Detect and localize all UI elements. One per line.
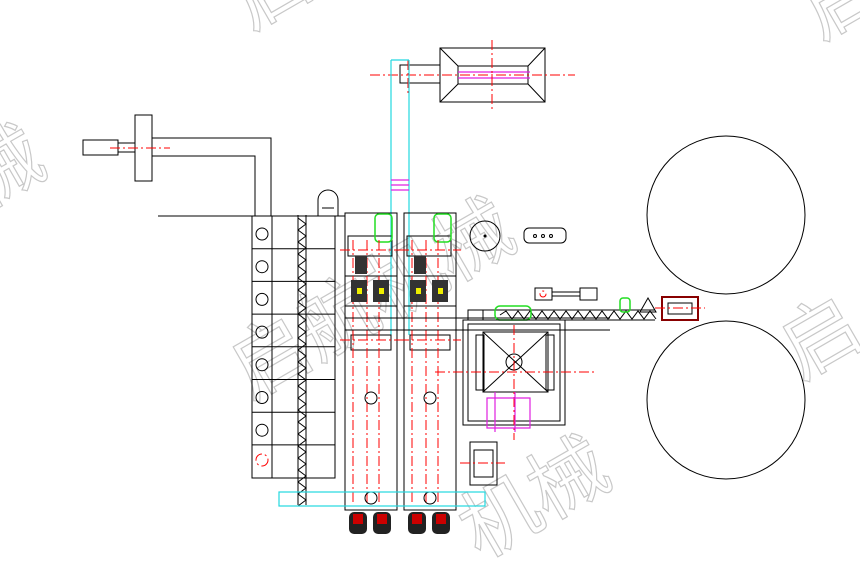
filling-machine-2 bbox=[399, 212, 461, 534]
accessories bbox=[469, 220, 598, 301]
svg-text:启: 启 bbox=[785, 0, 860, 56]
mixer-frame bbox=[435, 319, 595, 486]
svg-text:启: 启 bbox=[765, 280, 860, 397]
svg-text:启航机械: 启航机械 bbox=[215, 183, 530, 417]
storage-tanks bbox=[646, 135, 806, 480]
svg-text:启: 启 bbox=[215, 0, 328, 46]
silo-column bbox=[251, 189, 339, 507]
svg-text:械: 械 bbox=[0, 110, 60, 227]
top-motor bbox=[370, 40, 575, 110]
base-frame bbox=[278, 491, 486, 507]
filling-machine-1 bbox=[340, 212, 402, 534]
vertical-pipe bbox=[390, 59, 410, 335]
inlet-pipe bbox=[82, 114, 345, 217]
